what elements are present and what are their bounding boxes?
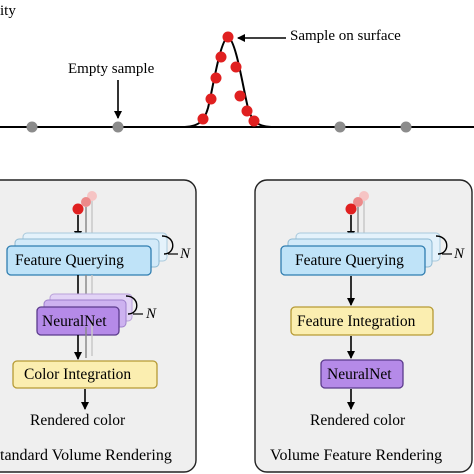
surface-sample-point [210, 72, 222, 84]
surface-sample-point [205, 93, 217, 105]
axis-label: ity [0, 3, 16, 19]
neuralnet-label: NeuralNet [42, 313, 107, 330]
neuralnet-box [320, 359, 404, 389]
ray-point [345, 203, 357, 215]
left-panel-caption: tandard Volume Rendering [0, 447, 172, 464]
empty-sample-point [400, 121, 412, 133]
repeat-n-label: N [180, 246, 191, 262]
empty-sample-label: Empty sample [68, 61, 155, 77]
surface-sample-point [230, 61, 242, 73]
feature-query-label: Feature Querying [15, 252, 124, 269]
color-integration-box [12, 360, 158, 389]
neuralnet-label: NeuralNet [327, 366, 392, 383]
empty-sample-point [112, 121, 124, 133]
empty-sample-point [334, 121, 346, 133]
surface-sample-point [241, 105, 253, 117]
feature-query-box [6, 245, 152, 276]
feature-integration-label: Feature Integration [297, 313, 416, 330]
rendered-color-label: Rendered color [310, 412, 406, 429]
feature-query-label: Feature Querying [295, 252, 404, 269]
surface-sample-point [234, 90, 246, 102]
feature-integration-box [290, 306, 434, 336]
repeat-n-label: N [454, 246, 465, 262]
empty-sample-point [26, 121, 38, 133]
ray-point-faded [81, 197, 91, 207]
color-integration-label: Color Integration [24, 366, 132, 383]
rendered-color-label: Rendered color [30, 412, 126, 429]
repeat-n-label: N [146, 306, 157, 322]
repeat-bracket [161, 235, 174, 255]
surface-sample-point [215, 51, 227, 63]
ray-point [72, 203, 84, 215]
repeat-bracket [435, 235, 448, 255]
right-panel-caption: Volume Feature Rendering [270, 447, 443, 464]
ray-point-faded [353, 197, 363, 207]
surface-sample-point [197, 113, 209, 125]
density-peak-curve [181, 35, 275, 128]
surface-sample-label: Sample on surface [290, 28, 401, 44]
surface-sample-point [222, 31, 234, 43]
feature-query-box [280, 245, 426, 276]
repeat-bracket [125, 295, 138, 315]
surface-sample-point [248, 115, 260, 127]
